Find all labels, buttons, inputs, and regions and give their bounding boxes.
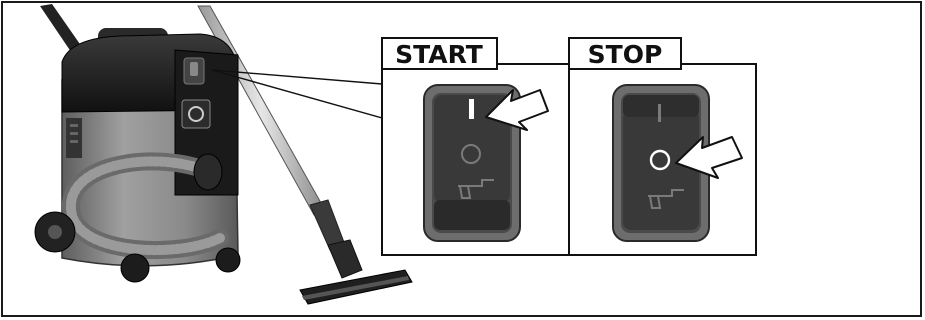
stop-label: STOP bbox=[588, 40, 663, 69]
start-label: START bbox=[395, 40, 483, 69]
switch-panels: START STOP bbox=[382, 38, 756, 255]
on-symbol-stop bbox=[658, 104, 661, 122]
on-symbol bbox=[469, 99, 474, 119]
vacuum-cleaner bbox=[35, 4, 412, 304]
